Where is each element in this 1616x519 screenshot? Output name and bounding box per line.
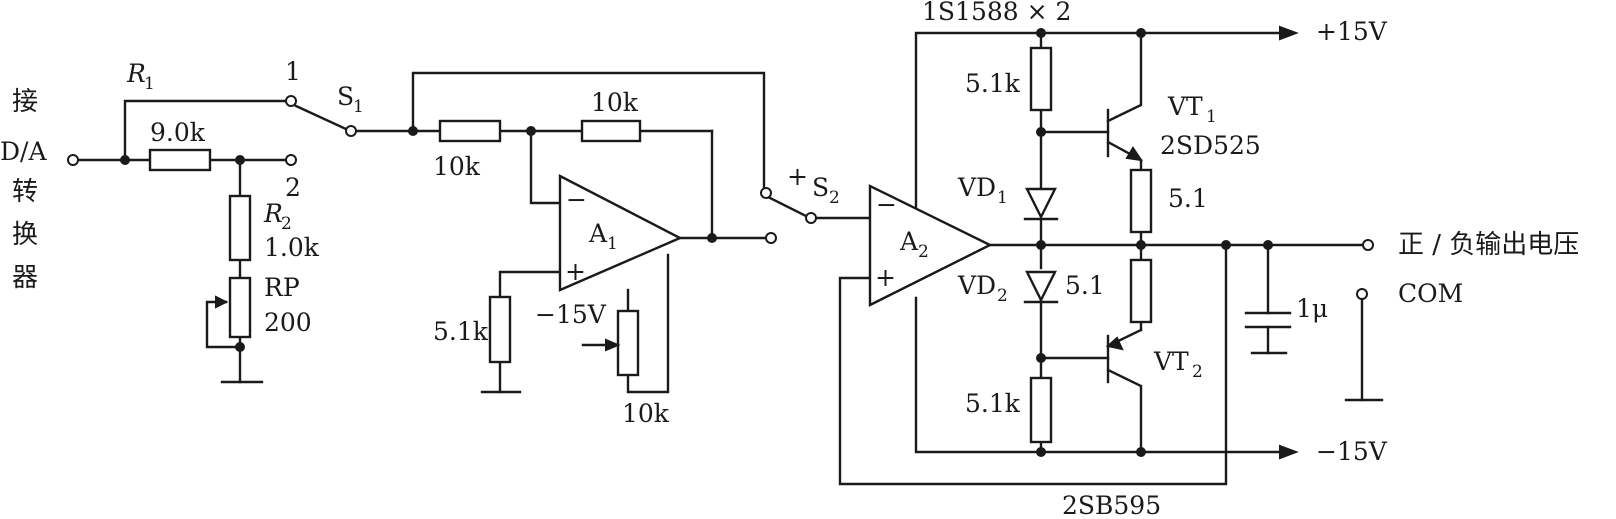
diode-vd2 — [1023, 270, 1059, 304]
resistor-a1-input — [438, 119, 502, 143]
diode-vd1 — [1023, 187, 1059, 221]
r1-subscript: 1 — [144, 74, 155, 94]
s2-common-terminal — [805, 212, 817, 224]
vd1-label: VD — [957, 173, 996, 202]
vd1-subscript: 1 — [997, 188, 1008, 208]
resistor-a1-bias — [488, 295, 512, 364]
vt2-part-label: 2SB595 — [1062, 491, 1161, 519]
s2-subscript: 2 — [829, 188, 840, 208]
s1-label: S — [337, 82, 354, 111]
a2-plus-sign: + — [875, 263, 896, 292]
input-terminal — [67, 154, 79, 166]
s2-plus-sign: + — [787, 162, 808, 191]
vt1-part-label: 2SD525 — [1160, 131, 1261, 160]
neg-supply-arrow — [1279, 444, 1299, 460]
rp-value: 200 — [264, 308, 312, 337]
vt2-subscript: 2 — [1192, 362, 1203, 382]
resistor-a1-feedback — [580, 119, 642, 143]
s1-pos2-terminal — [285, 154, 297, 166]
a1-trim-label: 10k — [622, 399, 670, 428]
s2-label: S — [812, 173, 829, 202]
s2-pos2-terminal — [765, 232, 777, 244]
vt1-emitter-resistor-label: 5.1 — [1168, 184, 1208, 213]
diode-bottom-resistor-label: 5.1k — [965, 389, 1021, 418]
pos-supply-arrow — [1279, 25, 1299, 41]
s2-pos1-terminal — [760, 187, 772, 199]
neg-supply-label: −15V — [1316, 437, 1388, 466]
r9k-label: 9.0k — [150, 118, 206, 147]
input-label-char1: 接 — [12, 87, 38, 117]
a1-feedback-resistor-label: 10k — [591, 88, 639, 117]
diode-part-label: 1S1588 × 2 — [922, 0, 1071, 26]
a2-subscript: 2 — [918, 242, 929, 262]
potentiometer-a1-offset — [616, 309, 640, 377]
junction-dots — [120, 28, 1273, 457]
resistor-diode-top — [1029, 46, 1053, 112]
a1-subscript: 1 — [607, 234, 618, 254]
vd2-resistor-label: 5.1 — [1065, 271, 1105, 300]
a2-minus-sign: − — [876, 190, 897, 219]
com-label: COM — [1398, 279, 1463, 308]
vt1-label: VT — [1167, 92, 1203, 121]
input-label-da: D/A — [0, 137, 47, 166]
r2-label: R — [263, 199, 283, 228]
a1-label: A — [588, 219, 608, 248]
input-label-char2: 转 — [12, 177, 38, 207]
a2-label: A — [899, 227, 919, 256]
input-label-char4: 器 — [12, 263, 38, 293]
com-terminal — [1356, 288, 1368, 300]
potentiometer-rp — [228, 276, 252, 339]
offset-wiper-arrow — [605, 338, 621, 352]
vd2-label: VD — [957, 271, 996, 300]
vt1-subscript: 1 — [1206, 107, 1217, 127]
vt1-emitter-arrow — [1125, 146, 1144, 162]
rp-wiper-arrow — [215, 295, 229, 309]
resistor-vt2-emitter — [1129, 258, 1153, 324]
output-label: 正 / 负输出电压 — [1398, 230, 1579, 260]
a1-plus-sign: + — [565, 257, 586, 286]
resistor-r2 — [228, 194, 252, 262]
vt2-emitter-arrow — [1105, 336, 1124, 351]
output-terminal — [1362, 239, 1374, 251]
s1-pos2-label: 2 — [285, 173, 301, 202]
s1-subscript: 1 — [353, 97, 364, 117]
pos-supply-label: +15V — [1316, 17, 1388, 46]
rp-label: RP — [264, 273, 300, 302]
s1-common-terminal — [345, 125, 357, 137]
vt2-label: VT — [1153, 347, 1189, 376]
a1-input-resistor-label: 10k — [433, 152, 481, 181]
diode-top-resistor-label: 5.1k — [965, 69, 1021, 98]
resistor-vt1-emitter — [1129, 168, 1153, 234]
s1-pos1-label: 1 — [285, 57, 301, 86]
resistor-9k — [148, 148, 212, 172]
resistor-diode-bottom — [1029, 376, 1053, 444]
opamp-a1 — [558, 174, 683, 292]
vd2-subscript: 2 — [997, 286, 1008, 306]
a1-bias-resistor-label: 5.1k — [433, 317, 489, 346]
s1-pos1-terminal — [285, 95, 297, 107]
r2-subscript: 2 — [281, 214, 292, 234]
capacitor-label: 1μ — [1296, 294, 1328, 323]
a1-minus-sign: − — [566, 185, 587, 214]
r1-label: R — [126, 59, 146, 88]
a1-supply-label: −15V — [535, 300, 607, 329]
opamp-a2 — [868, 184, 993, 307]
r2-value: 1.0k — [264, 233, 320, 262]
input-label-char3: 换 — [12, 220, 38, 250]
